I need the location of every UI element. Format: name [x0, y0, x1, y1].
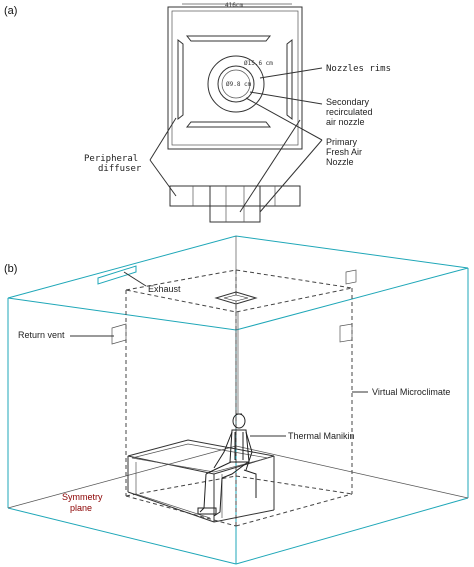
- diffuser-elevation: [169, 185, 301, 223]
- exhaust-vent-right: [345, 269, 357, 285]
- thermal-manikin-label: Thermal Manikin: [288, 431, 355, 441]
- panel-a-leaders: [149, 67, 323, 213]
- return-vent-label: Return vent: [18, 330, 65, 340]
- secondary-nozzle-label-3: air nozzle: [326, 117, 365, 127]
- primary-nozzle-label-2: Fresh Air: [326, 147, 362, 157]
- peripheral-diffuser-label-1: Peripheral: [84, 154, 138, 164]
- outer-diameter-label: Ø15.6 cm: [244, 60, 273, 67]
- inner-diameter-label: Ø9.8 cm: [226, 81, 252, 88]
- peripheral-diffuser-label-2: diffuser: [98, 164, 142, 174]
- primary-nozzle-label-3: Nozzle: [326, 157, 354, 167]
- ceiling-diffuser: [214, 291, 258, 305]
- secondary-nozzle-label-1: Secondary: [326, 97, 370, 107]
- outer-nozzle-rim: [207, 55, 265, 113]
- virtual-microclimate-label: Virtual Microclimate: [372, 387, 450, 397]
- symmetry-plane-label-1: Symmetry: [62, 492, 103, 502]
- width-dimension: 416cm: [225, 2, 243, 9]
- exhaust-vent: [97, 265, 137, 285]
- panel-b-label: (b): [4, 263, 17, 275]
- secondary-nozzle: [217, 65, 255, 103]
- return-vent: [111, 323, 127, 345]
- primary-nozzle: [221, 69, 251, 99]
- exhaust-label: Exhaust: [148, 284, 181, 294]
- panel-a-label: (a): [4, 5, 17, 17]
- panel-b-leaders: [70, 271, 368, 437]
- secondary-nozzle-label-2: recirculated: [326, 107, 373, 117]
- return-vent-right: [339, 323, 353, 343]
- nozzles-rims-label: Nozzles rims: [326, 64, 391, 74]
- symmetry-plane-label-2: plane: [70, 503, 92, 513]
- ceiling-plan: 416cm Ø15.6 cm Ø9.8 cm: [167, 2, 303, 150]
- thermal-manikin: [197, 312, 257, 517]
- peripheral-diffuser-slots: [177, 35, 293, 128]
- primary-nozzle-label-1: Primary: [326, 137, 357, 147]
